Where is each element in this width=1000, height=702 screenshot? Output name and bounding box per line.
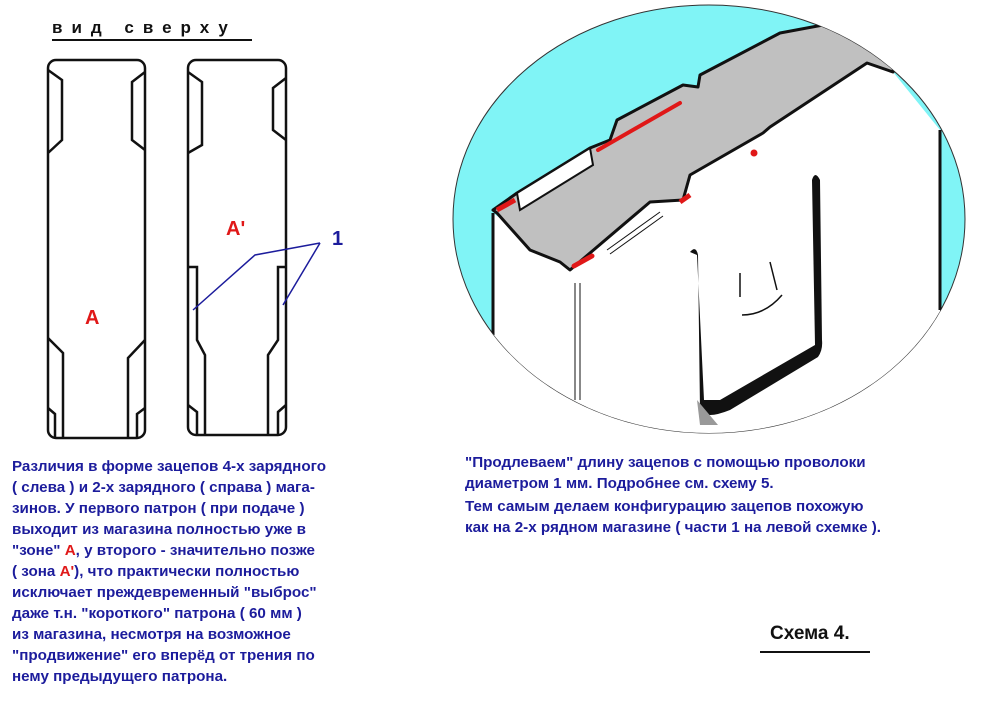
text-line: Различия в форме зацепов 4-х зарядного xyxy=(12,458,327,475)
text-line: зинов. У первого патрон ( при подаче ) xyxy=(12,500,305,517)
inline-zone-a-prime: A' xyxy=(59,563,75,580)
left-description: Различия в форме зацепов 4-х зарядного (… xyxy=(12,456,326,687)
text-line: ( слева ) и 2-х зарядного ( справа ) маг… xyxy=(12,479,315,496)
text-line: "продвижение" его вперёд от трения по xyxy=(12,647,315,664)
text-fragment: "зоне" xyxy=(12,542,65,559)
text-line: "зоне" A, у второго - значительно позже xyxy=(12,540,326,561)
scheme-label: Схема 4. xyxy=(770,623,850,644)
zone-a-prime-label: A' xyxy=(226,218,246,240)
part-1-leader-lines xyxy=(192,242,321,311)
magazine-perspective-illustration xyxy=(452,4,966,434)
text-fragment: ( зона xyxy=(12,563,60,580)
text-line: из магазина, несмотря на возможное xyxy=(12,626,291,643)
magazine-2-round-top-view xyxy=(186,58,288,437)
text-line: нему предыдущего патрона. xyxy=(12,668,228,685)
inline-zone-a: A xyxy=(64,542,76,559)
text-line: выходит из магазина полностью уже в xyxy=(12,521,306,538)
text-line: как на 2-х рядном магазине ( части 1 на … xyxy=(465,519,882,536)
text-fragment: , у второго - значительно позже xyxy=(75,542,315,559)
scheme-underline xyxy=(760,651,870,653)
part-1-label: 1 xyxy=(332,228,344,250)
text-line: диаметром 1 мм. Подробнее см. схему 5. xyxy=(465,475,774,492)
zone-a-label: A xyxy=(85,307,100,329)
text-line: "Продлеваем" длину зацепов с помощью про… xyxy=(465,454,866,471)
text-line: исключает преждевременный "выброс" xyxy=(12,584,317,601)
text-fragment: ), что практически полностью xyxy=(74,563,300,580)
magazine-4-round-top-view xyxy=(46,58,147,440)
text-line: Тем самым делаем конфигурацию зацепов по… xyxy=(465,498,864,515)
right-description: "Продлеваем" длину зацепов с помощью про… xyxy=(465,452,881,538)
text-line: ( зона A'), что практически полностью xyxy=(12,561,326,582)
view-title: вид сверху xyxy=(52,18,252,41)
text-line: даже т.н. "короткого" патрона ( 60 мм ) xyxy=(12,605,302,622)
